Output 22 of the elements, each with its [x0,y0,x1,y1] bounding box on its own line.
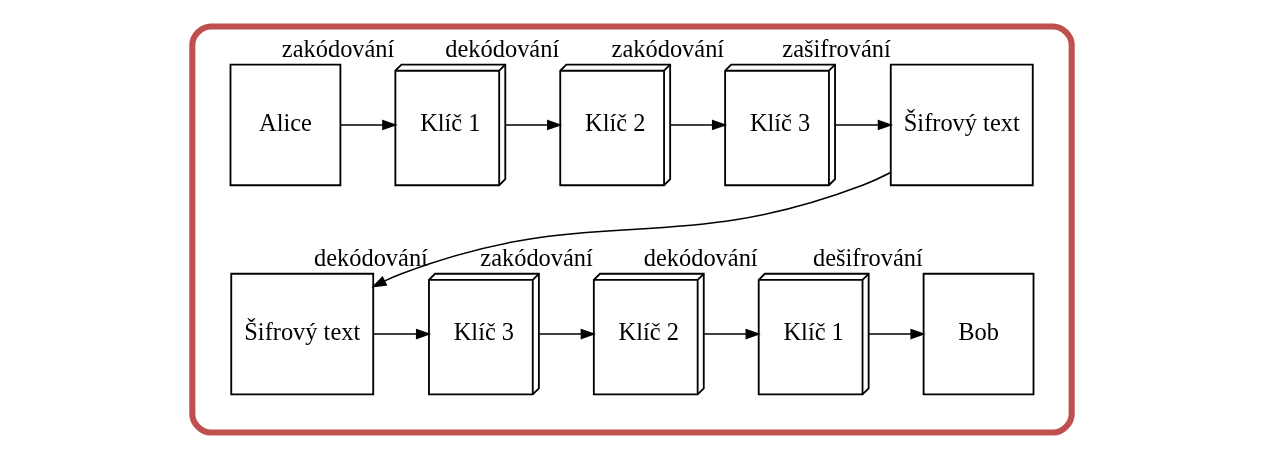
node-box: Šifrový text [229,272,374,396]
node-box: Alice [229,63,341,187]
node-label: zakódování [281,34,394,62]
node-label: zakódování [479,243,593,271]
node-label: zašifrování [781,34,891,62]
arrow [504,119,562,131]
node-box: Bob [922,272,1034,396]
node-box: Šifrový text [889,63,1034,187]
node-label: zakódování [611,34,724,62]
node-label: dešifrování [812,243,923,271]
arrow [339,119,397,131]
node-label: dekódování [643,243,758,271]
arrow [834,119,893,131]
cluster [188,23,1075,436]
arrow [372,328,431,340]
arrow [669,119,727,131]
arrow [370,171,891,288]
node-label: dekódování [444,34,559,62]
node-label: dekódování [313,243,428,271]
arrow [867,328,926,340]
arrow [538,328,596,340]
arrow [702,328,761,340]
